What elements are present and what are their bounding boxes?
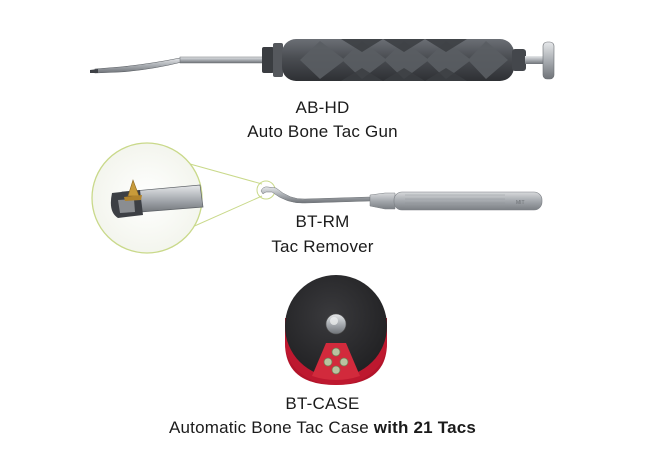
case-name-text: Automatic Bone Tac Case — [168, 418, 374, 437]
remover-name-label: Tac Remover — [271, 237, 374, 256]
case-code-label: BT-CASE — [285, 394, 360, 413]
bone-tac-gun — [90, 39, 555, 81]
remover-marking: MIT — [516, 200, 525, 206]
tac-remover: MIT — [91, 142, 543, 254]
remover-code-label: BT-RM — [295, 212, 350, 231]
bone-tac-case — [285, 275, 387, 385]
case-name-label: Automatic Bone Tac Case with 21 Tacs — [0, 417, 645, 438]
gun-code-label: AB-HD — [295, 98, 350, 117]
gun-name-label: Auto Bone Tac Gun — [247, 122, 398, 141]
case-name-emphasis: with 21 Tacs — [373, 418, 477, 437]
